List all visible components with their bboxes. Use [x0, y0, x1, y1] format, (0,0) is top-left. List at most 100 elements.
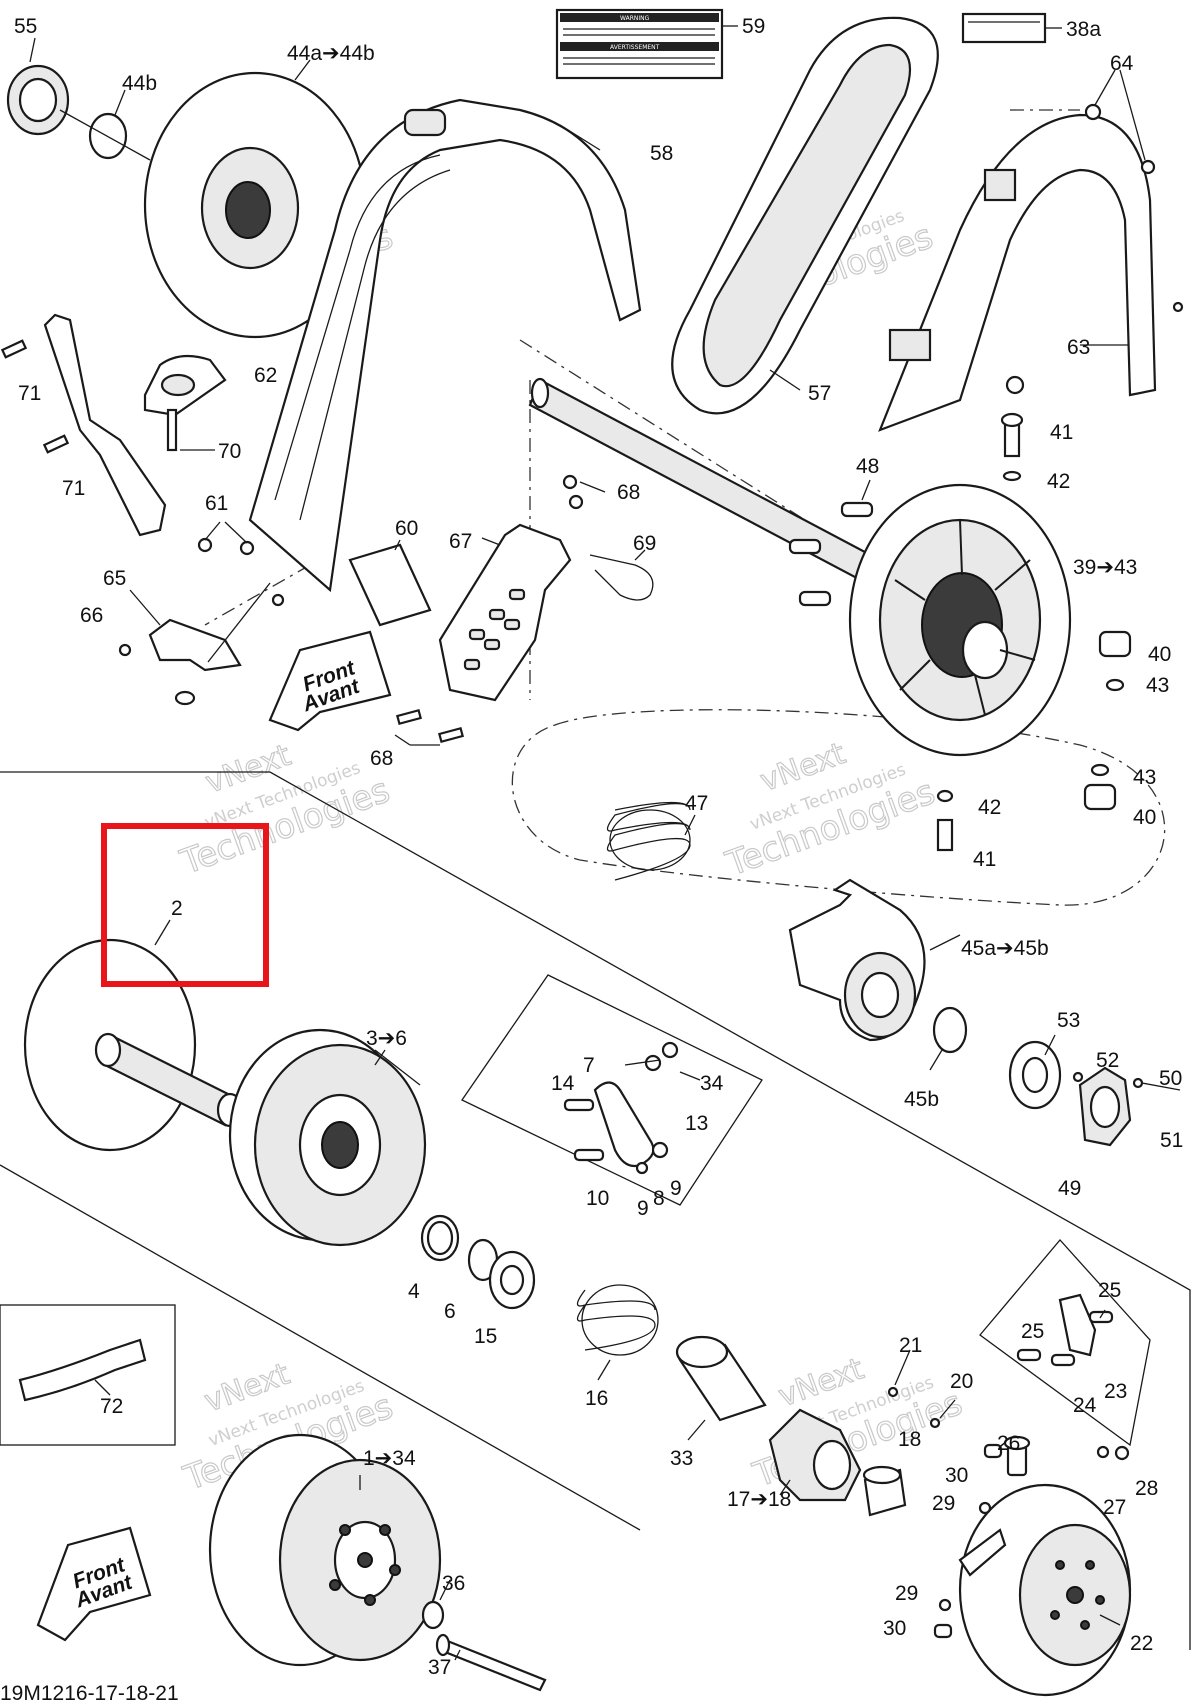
- callout-8: 8: [653, 1187, 665, 1210]
- callout-13: 13: [685, 1112, 708, 1135]
- callout-9-left: 9: [637, 1197, 649, 1220]
- screws-68-bottom: [394, 708, 465, 746]
- screws-68-top: [562, 474, 606, 510]
- callout-25-right: 25: [1098, 1279, 1121, 1302]
- fixed-sheave-2: [23, 919, 244, 1152]
- callout-14: 14: [551, 1072, 575, 1095]
- seal-55: [6, 37, 70, 136]
- callout-21: 21: [899, 1334, 922, 1357]
- callout-67: 67: [449, 530, 472, 553]
- callout-7: 7: [583, 1054, 595, 1077]
- callout-68-top: 68: [617, 481, 640, 504]
- callout-29-top: 29: [932, 1492, 955, 1515]
- slider-40: [936, 630, 1132, 852]
- callout-18: 18: [898, 1428, 921, 1451]
- callout-55: 55: [14, 15, 37, 38]
- callout-48: 48: [856, 455, 879, 478]
- ring-45b: [929, 1006, 968, 1071]
- callout-28: 28: [1135, 1477, 1158, 1500]
- callout-58: 58: [650, 142, 673, 165]
- clip-69: [589, 549, 654, 601]
- callout-70: 70: [218, 440, 241, 463]
- belt-guard-63: [878, 69, 1184, 432]
- callout-3: 3➔6: [366, 1027, 407, 1050]
- callout-4: 4: [408, 1280, 420, 1303]
- screws-71: [0, 339, 70, 454]
- callout-29-bottom: 29: [895, 1582, 918, 1605]
- bolt-37: [435, 1633, 547, 1692]
- callout-66: 66: [80, 604, 103, 627]
- retaining-ring-44b: [88, 89, 128, 160]
- callout-labels: 55 44a➔44b 44b 59 38a 64 58 62 71 70 71 …: [14, 15, 1183, 1679]
- weights-23-25: [1016, 1293, 1114, 1367]
- highlight-box[interactable]: [101, 823, 269, 987]
- spider-17: [768, 1408, 862, 1502]
- front-sign-top: Front Avant: [268, 630, 392, 732]
- callout-17: 17➔18: [727, 1488, 791, 1511]
- callout-15: 15: [474, 1325, 497, 1348]
- governor-cup-22: [958, 1483, 1132, 1697]
- callout-2: 2: [171, 897, 183, 920]
- callout-42-top: 42: [1047, 470, 1070, 493]
- callout-65: 65: [103, 567, 126, 590]
- callout-50: 50: [1159, 1067, 1182, 1090]
- callout-9-right: 9: [670, 1177, 682, 1200]
- callout-64: 64: [1110, 52, 1134, 75]
- diagram-id: 19M1216-17-18-21: [0, 1682, 179, 1704]
- callout-20: 20: [950, 1370, 973, 1393]
- callout-38a: 38a: [1066, 18, 1101, 41]
- washer-15: [488, 1250, 536, 1310]
- callout-71-top: 71: [18, 382, 41, 405]
- bracket-62: [143, 354, 227, 417]
- callout-72: 72: [100, 1395, 123, 1418]
- svg-text:AVERTISSEMENT: AVERTISSEMENT: [610, 44, 660, 51]
- drive-belt-57: [671, 16, 939, 415]
- watermark-3: vNext vNext Technologies Technologies: [174, 737, 395, 883]
- warning-label-59: WARNING AVERTISSEMENT: [555, 8, 738, 80]
- bushing-4: [420, 1214, 460, 1262]
- bolts-26-30: [933, 1435, 1130, 1639]
- drive-pulley-1: [208, 1433, 442, 1667]
- roller-arm-7: [563, 1041, 701, 1175]
- callout-52: 52: [1096, 1049, 1119, 1072]
- callout-36: 36: [442, 1572, 465, 1595]
- screws-61: [197, 521, 285, 607]
- cup-bolts: [1050, 1560, 1105, 1630]
- callout-43-bottom: 43: [1133, 766, 1156, 789]
- screws-20-21: [887, 1349, 956, 1429]
- washer-36: [421, 1579, 451, 1630]
- callout-10: 10: [586, 1187, 609, 1210]
- fixed-sheave-44a: [59, 59, 367, 339]
- callout-34-top: 34: [700, 1072, 724, 1095]
- front-sign-bottom: Front Avant: [36, 1526, 152, 1642]
- callout-42-bottom: 42: [978, 796, 1001, 819]
- bracket-67: [438, 523, 572, 702]
- spring-47: [606, 801, 696, 881]
- washer-53: [1008, 1034, 1062, 1110]
- guard-bracket-58: [248, 98, 642, 593]
- callout-41-bottom: 41: [973, 848, 996, 871]
- callout-16: 16: [585, 1387, 608, 1410]
- callout-40-bottom: 40: [1133, 806, 1156, 829]
- callout-43-top: 43: [1146, 674, 1169, 697]
- svg-text:WARNING: WARNING: [620, 15, 650, 22]
- callout-47: 47: [685, 792, 708, 815]
- callout-37: 37: [428, 1656, 451, 1679]
- pulley-bolts: [329, 1524, 401, 1606]
- callout-27: 27: [1103, 1496, 1126, 1519]
- spring-16: [576, 1284, 659, 1381]
- callout-25-left: 25: [1021, 1320, 1044, 1343]
- sleeve-33: [675, 1335, 767, 1441]
- callout-23: 23: [1104, 1380, 1127, 1403]
- callout-59: 59: [742, 15, 765, 38]
- bracket-67-holes: [463, 588, 526, 671]
- callout-44b: 44b: [122, 72, 157, 95]
- callout-22: 22: [1130, 1632, 1153, 1655]
- callout-45b: 45b: [904, 1088, 939, 1111]
- driven-pulley-39: [848, 483, 1072, 757]
- callout-49: 49: [1058, 1177, 1081, 1200]
- callout-24: 24: [1073, 1394, 1097, 1417]
- callout-60: 60: [395, 517, 418, 540]
- callout-26: 26: [997, 1432, 1020, 1455]
